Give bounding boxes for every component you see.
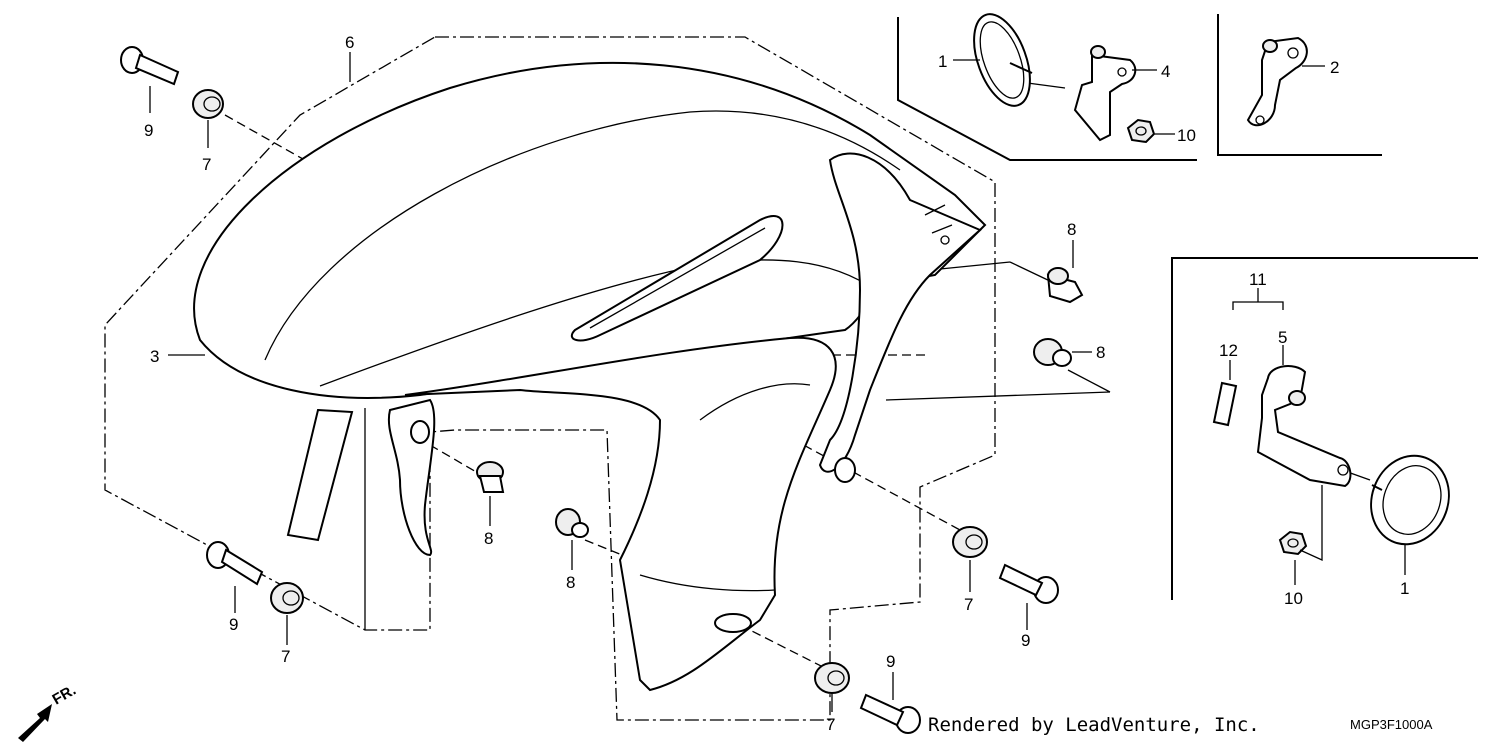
label-6: 6 xyxy=(345,33,354,52)
leader-lines xyxy=(149,52,1406,712)
callout-labels: 6 9 7 3 1 4 10 2 8 8 11 12 5 10 1 8 8 9 … xyxy=(144,33,1409,734)
label-7: 7 xyxy=(826,715,835,734)
collar-8c xyxy=(476,461,505,493)
grommet-7c xyxy=(952,526,988,558)
reflector-1b xyxy=(1370,454,1450,546)
label-4: 4 xyxy=(1161,62,1170,81)
footer-credit: Rendered by LeadVenture, Inc. xyxy=(928,714,1260,736)
nut-10b xyxy=(1278,530,1308,556)
label-7: 7 xyxy=(281,647,290,666)
bracket-2 xyxy=(1246,36,1308,127)
label-10: 10 xyxy=(1177,126,1196,145)
front-fender xyxy=(193,61,987,692)
bolt-9c xyxy=(998,563,1059,604)
label-3: 3 xyxy=(150,347,159,366)
grommet-7d xyxy=(814,662,850,694)
collar-8b xyxy=(1033,338,1072,367)
grommet-7b xyxy=(270,582,304,614)
reflector-1a xyxy=(973,13,1033,107)
inset-frame-top-right xyxy=(1217,14,1382,156)
label-2: 2 xyxy=(1330,58,1339,77)
inset-frame-right xyxy=(1171,257,1478,600)
diagram-code: MGP3F1000A xyxy=(1350,717,1433,732)
label-10: 10 xyxy=(1284,589,1303,608)
collar-8d xyxy=(555,508,589,538)
front-arrow-icon xyxy=(18,704,52,742)
label-9: 9 xyxy=(229,615,238,634)
nut-10a xyxy=(1126,118,1156,144)
label-9: 9 xyxy=(144,121,153,140)
label-1: 1 xyxy=(938,52,947,71)
bracket-4 xyxy=(1073,45,1137,142)
bolt-9d xyxy=(859,693,921,734)
label-9: 9 xyxy=(886,652,895,671)
label-7: 7 xyxy=(964,595,973,614)
label-8: 8 xyxy=(566,573,575,592)
inset-frame-top-center xyxy=(897,17,1197,161)
label-8: 8 xyxy=(484,529,493,548)
bolt-9a xyxy=(120,46,180,86)
label-11: 11 xyxy=(1249,270,1267,289)
tape-12 xyxy=(1212,381,1238,427)
label-1: 1 xyxy=(1400,579,1409,598)
label-9: 9 xyxy=(1021,631,1030,650)
collar-8a xyxy=(1046,267,1084,304)
label-8: 8 xyxy=(1067,220,1076,239)
grommet-7a xyxy=(192,89,224,119)
bracket-5 xyxy=(1256,365,1352,488)
label-7: 7 xyxy=(202,155,211,174)
bolt-9b xyxy=(206,541,264,586)
label-5: 5 xyxy=(1278,328,1287,347)
label-12: 12 xyxy=(1219,341,1238,360)
label-8: 8 xyxy=(1096,343,1105,362)
main-assembly-frame xyxy=(104,36,996,721)
direction-label: FR. xyxy=(50,682,79,709)
